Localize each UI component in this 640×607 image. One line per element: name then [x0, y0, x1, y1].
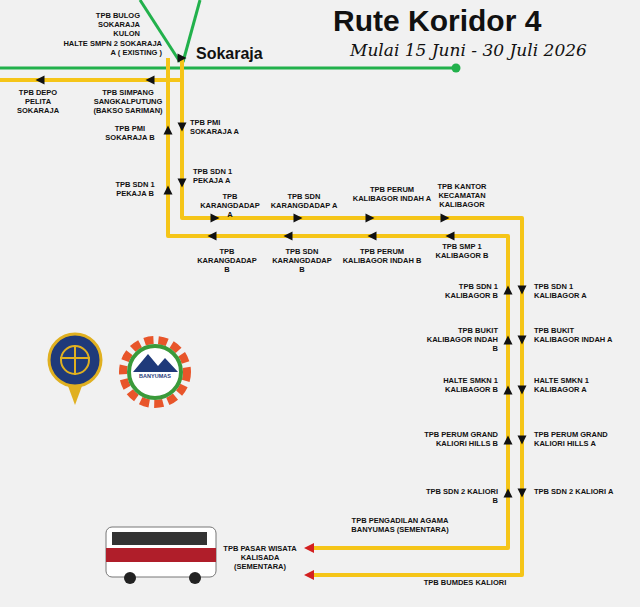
- direction-arrow: [518, 436, 527, 445]
- stop-name: TPB PMI SOKARAJA A: [190, 118, 245, 136]
- direction-arrow: [178, 54, 187, 63]
- direction-arrow: [164, 186, 173, 195]
- stop-name: TPB SDN 2 KALIORI B: [420, 487, 498, 505]
- direction-arrow: [178, 179, 187, 188]
- stop-name: HALTE SMKN 1 KALIBAGOR B: [425, 376, 498, 394]
- stop-name: TPB DEPO PELITA SOKARAJA: [10, 88, 66, 115]
- stop-name: TPB SDN 2 KALIORI A: [534, 487, 614, 496]
- direction-arrow: [366, 214, 375, 223]
- direction-arrow: [504, 489, 513, 498]
- gear-logo: [123, 340, 187, 404]
- direction-arrow: [504, 436, 513, 445]
- stop-name: TPB SDN 1 PEKAJA B: [108, 180, 162, 198]
- stop-name: TPB BUKIT KALIBAGOR INDAH A: [534, 326, 614, 344]
- map-title: Rute Koridor 4: [333, 4, 541, 38]
- stop-name: TPB SIMPANG SANGKALPUTUNG (BAKSO SARIMAN…: [92, 88, 164, 115]
- direction-arrow: [208, 232, 217, 241]
- bus-illustration: [106, 527, 216, 584]
- direction-arrow: [518, 489, 527, 498]
- stop-name: TPB PERUM KALIBAGOR INDAH B: [340, 247, 424, 265]
- place-name: Sokaraja: [196, 46, 276, 62]
- direction-arrow: [441, 214, 450, 223]
- direction-arrow: [211, 214, 220, 223]
- direction-arrow: [518, 336, 527, 345]
- direction-arrow: [284, 232, 293, 241]
- stop-name: TPB PASAR WISATA KALISADA (SEMENTARA): [215, 544, 305, 571]
- stop-name: TPB BUKIT KALIBAGOR INDAH B: [420, 326, 498, 353]
- stop-name: HALTE SMKN 1 KALIBAGOR A: [534, 376, 607, 394]
- logo-text: BANYUMAS: [133, 373, 177, 380]
- direction-arrow: [518, 386, 527, 395]
- stop-name: TPB KARANGDADAP A: [200, 192, 260, 219]
- dishub-logo: [49, 334, 101, 405]
- direction-arrow: [178, 123, 187, 132]
- subtitle: Mulai 15 Juni - 30 Juli 2026: [350, 40, 620, 60]
- stop-name: TPB PERUM GRAND KALIORI HILLS B: [410, 430, 498, 448]
- direction-arrow: [446, 232, 455, 241]
- direction-arrow: [504, 286, 513, 295]
- stop-name: TPB SMP 1 KALIBAGOR B: [430, 242, 494, 260]
- stop-name: TPB KANTOR KECAMATAN KALIBAGOR: [432, 182, 492, 209]
- direction-arrow: [504, 386, 513, 395]
- stop-name: TPB PERUM GRAND KALIORI HILLS A: [534, 430, 624, 448]
- stop-name: TPB SDN 1 KALIBAGOR A: [534, 282, 594, 300]
- direction-arrow: [294, 214, 303, 223]
- stop-name: TPB BULOG SOKARAJA KULON: [70, 11, 140, 38]
- stop-name: TPB SDN 1 KALIBAGOR B: [440, 282, 498, 300]
- stop-name: TPB PMI SOKARAJA B: [100, 124, 160, 142]
- direction-arrow: [504, 336, 513, 345]
- stop-name: TPB BUMDES KALIORI: [420, 578, 510, 587]
- stop-name: TPB SDN KARANGDADAP B: [270, 247, 334, 274]
- stop-name: TPB SDN KARANGDADAP A: [270, 192, 338, 210]
- direction-arrow: [518, 286, 527, 295]
- stop-name: TPB SDN 1 PEKAJA A: [193, 167, 243, 185]
- stop-name: HALTE SMPN 2 SOKARAJA A ( EXISTING ): [62, 39, 162, 57]
- direction-arrow: [368, 232, 377, 241]
- direction-arrow: [164, 126, 173, 135]
- direction-arrow: [36, 76, 45, 85]
- stop-name: TPB PENGADILAN AGAMA BANYUMAS (SEMENTARA…: [335, 516, 465, 534]
- stop-name: TPB KARANGDADAP B: [195, 247, 259, 274]
- direction-arrow: [146, 76, 155, 85]
- stop-name: TPB PERUM KALIBAGOR INDAH A: [350, 185, 434, 203]
